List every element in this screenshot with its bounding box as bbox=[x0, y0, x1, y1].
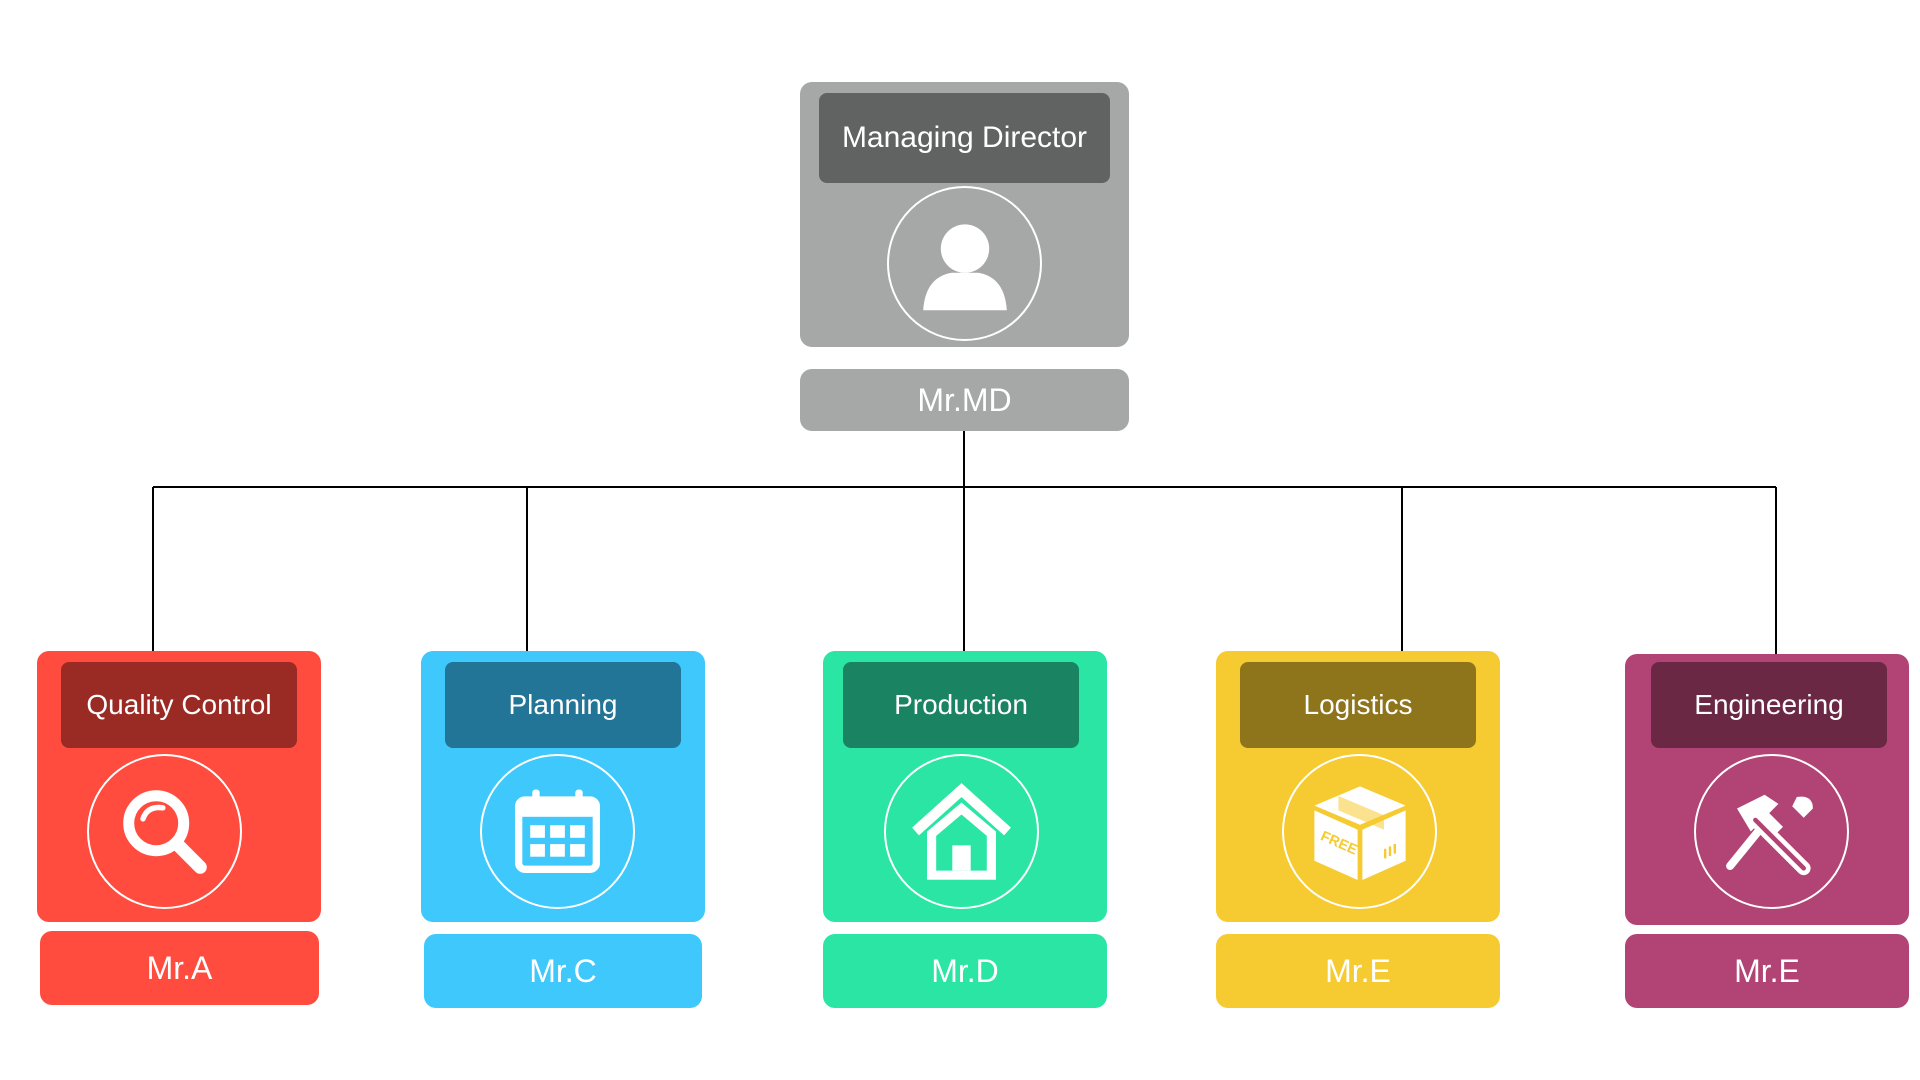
dept-title-engineering: Engineering bbox=[1651, 662, 1887, 748]
dept-name-logistics: Mr.E bbox=[1216, 934, 1500, 1008]
calendar-icon bbox=[514, 789, 601, 873]
box-icon: FREE bbox=[1313, 785, 1406, 880]
dept-card-production: Production bbox=[823, 651, 1107, 922]
dept-name-planning: Mr.C bbox=[424, 934, 702, 1008]
dept-title-quality-control: Quality Control bbox=[61, 662, 297, 748]
dept-card-logistics: Logistics FREE bbox=[1216, 651, 1500, 922]
person-icon bbox=[922, 223, 1007, 310]
root-card: Managing Director bbox=[800, 82, 1129, 347]
dept-icon-circle-logistics: FREE bbox=[1282, 754, 1437, 909]
dept-title-planning: Planning bbox=[445, 662, 681, 748]
dept-title-logistics: Logistics bbox=[1240, 662, 1476, 748]
root-title: Managing Director bbox=[819, 93, 1110, 183]
house-icon bbox=[912, 783, 1011, 880]
dept-name-production: Mr.D bbox=[823, 934, 1107, 1008]
root-avatar-circle bbox=[887, 186, 1042, 341]
dept-card-engineering: Engineering bbox=[1625, 654, 1909, 925]
magnifier-icon bbox=[122, 789, 207, 874]
root-name: Mr.MD bbox=[800, 369, 1129, 431]
dept-card-planning: Planning bbox=[421, 651, 705, 922]
dept-icon-circle-planning bbox=[480, 754, 635, 909]
tools-icon bbox=[1726, 794, 1813, 876]
dept-name-quality-control: Mr.A bbox=[40, 931, 319, 1005]
dept-title-production: Production bbox=[843, 662, 1079, 748]
dept-card-quality-control: Quality Control bbox=[37, 651, 321, 922]
dept-icon-circle-engineering bbox=[1694, 754, 1849, 909]
dept-icon-circle-production bbox=[884, 754, 1039, 909]
dept-icon-circle-quality-control bbox=[87, 754, 242, 909]
dept-name-engineering: Mr.E bbox=[1625, 934, 1909, 1008]
